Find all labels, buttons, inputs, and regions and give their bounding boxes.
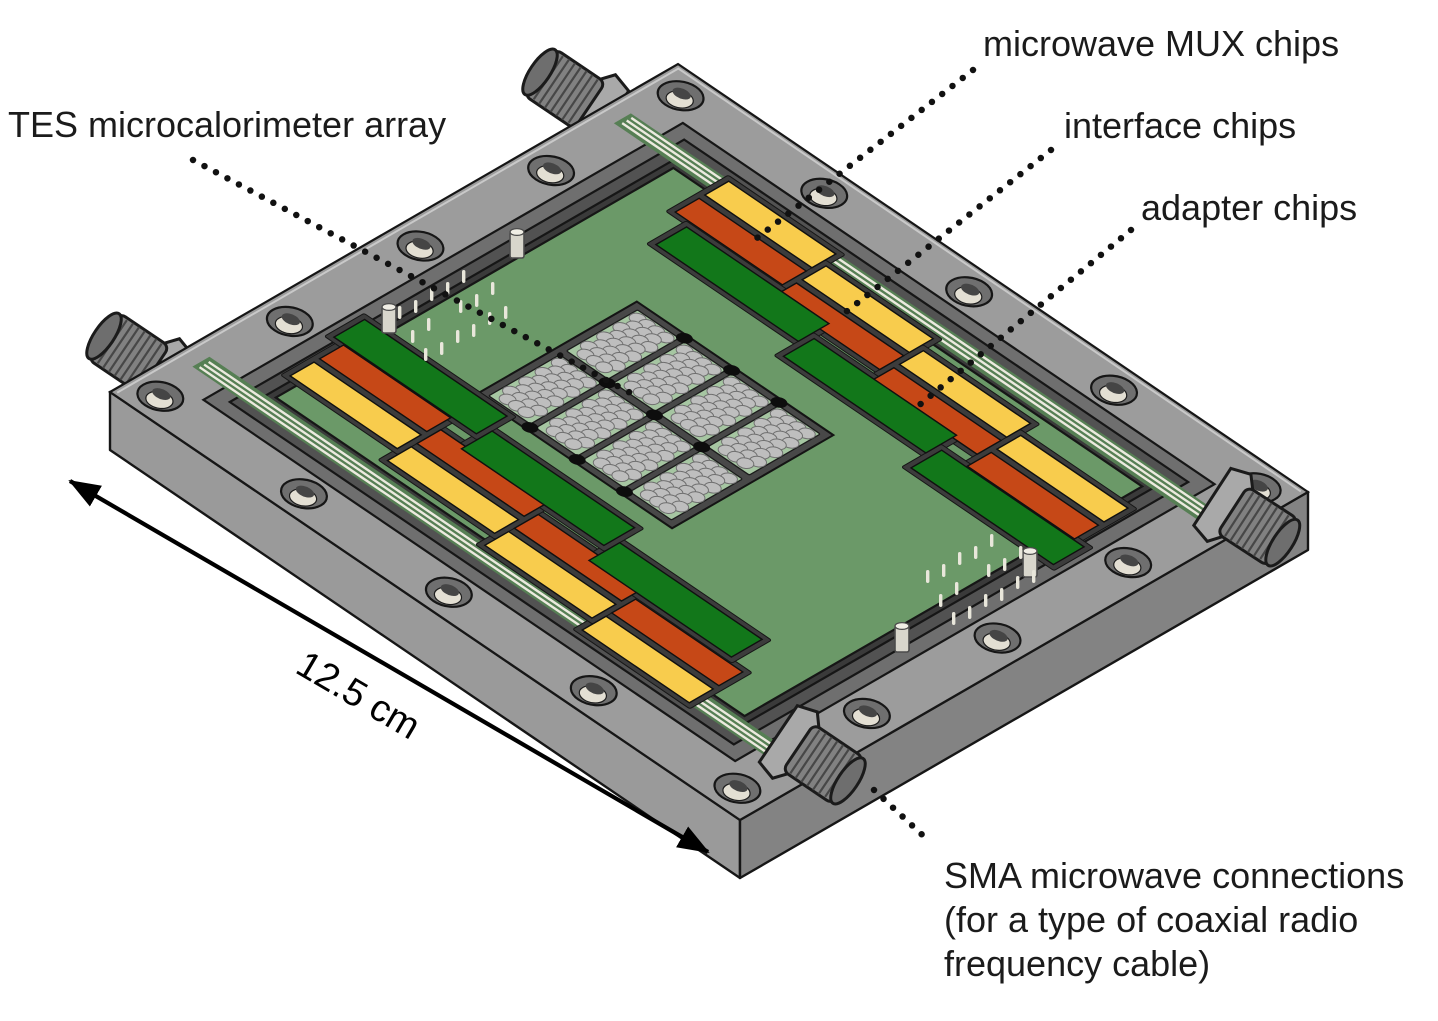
bond-wire — [440, 342, 444, 355]
interface-chip — [773, 283, 904, 370]
clamp-bolt — [723, 364, 741, 376]
bond-wire — [462, 270, 466, 283]
interface-chip — [675, 198, 806, 285]
label-sma-line3: frequency cable) — [944, 943, 1210, 984]
bond-wire — [1032, 570, 1036, 583]
alignment-post — [509, 227, 525, 259]
bond-wire — [939, 594, 943, 607]
clamp-bolt — [568, 454, 586, 465]
interface-chip — [967, 452, 1098, 539]
clamp-bolt — [770, 397, 788, 408]
clamp-bolt — [693, 441, 711, 453]
bond-wire — [411, 330, 415, 343]
bond-wire — [926, 570, 930, 583]
leader-sma — [870, 786, 935, 847]
microwave-mux-chip — [997, 435, 1128, 522]
leader-adapter-chips — [913, 226, 1135, 411]
adapter-chip — [656, 227, 829, 341]
bond-wire — [456, 330, 460, 343]
tes-pixel — [733, 456, 757, 471]
bond-wire — [958, 552, 962, 565]
microwave-mux-chip — [802, 266, 933, 353]
interface-chip — [320, 345, 451, 432]
bond-wire — [1000, 588, 1004, 601]
tes-pixel — [514, 405, 538, 420]
bond-wire — [475, 294, 479, 307]
bond-wire — [504, 306, 508, 319]
leader-lines — [189, 66, 1135, 847]
bond-wire — [984, 594, 988, 607]
scale-label: 12.5 cm — [289, 643, 427, 748]
microwave-mux-chip — [705, 181, 836, 268]
clamp-bolt — [645, 409, 663, 421]
bond-wire — [430, 288, 434, 301]
bond-wire — [952, 612, 956, 625]
tes-pixel — [561, 437, 585, 452]
scale-arrow — [68, 479, 710, 854]
bond-wire-pads — [398, 270, 1036, 625]
clamp-bolt — [521, 422, 539, 433]
alignment-post — [381, 302, 397, 334]
label-sma-line2: (for a type of coaxial radio — [944, 899, 1358, 940]
label-sma-line1: SMA microwave connections — [944, 855, 1404, 896]
label-mux-chips: microwave MUX chips — [983, 23, 1339, 64]
bond-wire — [1019, 546, 1023, 559]
bond-wire — [1016, 576, 1020, 589]
clamp-bolt — [675, 332, 693, 344]
bond-wire — [968, 606, 972, 619]
bond-wire — [491, 282, 495, 295]
tes-pixel — [639, 392, 663, 407]
tes-microcalorimeter-array — [473, 300, 835, 529]
tes-pixel — [592, 360, 616, 375]
bond-wire — [942, 564, 946, 577]
microwave-mux-chip — [900, 351, 1031, 438]
bond-wire — [987, 564, 991, 577]
frame-edge-highlight — [117, 69, 1301, 816]
bond-wire — [459, 300, 463, 313]
label-adapter-chips: adapter chips — [1141, 187, 1357, 228]
bond-wire — [955, 582, 959, 595]
microwave-mux-chip — [290, 362, 421, 449]
bond-wire — [424, 348, 428, 361]
bond-wire — [1003, 558, 1007, 571]
label-interface-chips: interface chips — [1064, 105, 1296, 146]
adapter-chip — [334, 319, 507, 433]
bond-wire — [472, 324, 476, 337]
chip-rows-north — [590, 175, 1193, 570]
bond-wire — [990, 534, 994, 547]
bond-wire — [414, 300, 418, 313]
label-tes-array: TES microcalorimeter array — [8, 104, 446, 145]
adapter-chip — [783, 339, 956, 453]
bond-wire — [427, 318, 431, 331]
tes-pixel — [686, 424, 710, 439]
bond-wire — [974, 546, 978, 559]
adapter-chip — [911, 450, 1084, 564]
alignment-post — [894, 621, 910, 653]
bond-wire — [398, 306, 402, 319]
package-body — [110, 64, 1308, 820]
